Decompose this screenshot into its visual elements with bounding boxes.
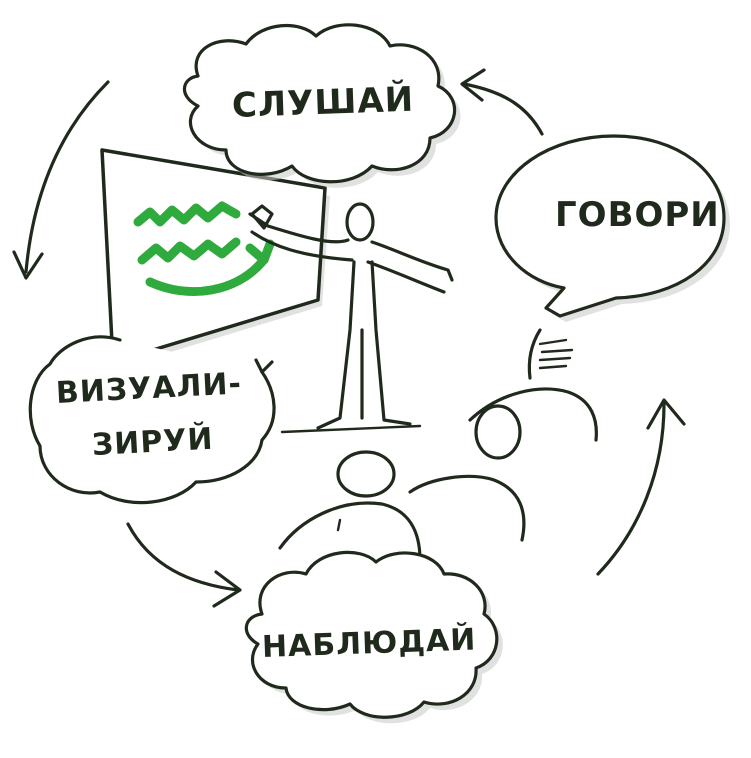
arrow-listen-to-visualize (14, 82, 108, 278)
label-visualize-line2: ЗИРУЙ (91, 422, 214, 463)
label-observe: НАБЛЮДАЙ (261, 623, 476, 665)
cloud-visualize (30, 337, 274, 503)
arrow-visualize-to-observe (128, 524, 240, 606)
listener-figure-center (410, 406, 524, 540)
arrow-speak-to-listen (462, 70, 542, 134)
speaker-figure-right (470, 330, 596, 440)
label-speak: ГОВОРИ (555, 195, 720, 235)
label-listen: СЛУШАЙ (231, 80, 414, 126)
listener-figure-left (280, 452, 420, 560)
arrow-observe-to-speak (598, 400, 684, 574)
